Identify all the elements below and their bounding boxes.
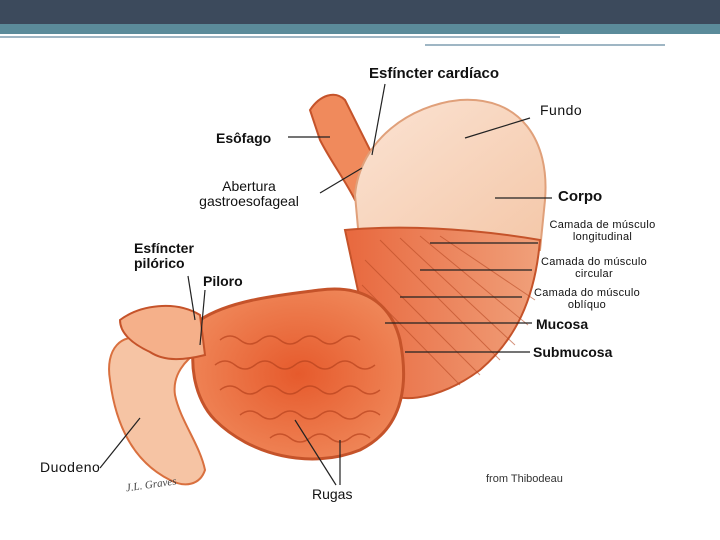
- label-longitudinal-line2: longitudinal: [540, 232, 665, 244]
- label-camada-obliquo: Camada do músculo oblíquo: [524, 288, 650, 311]
- label-obliquo-line2: oblíquo: [524, 300, 650, 312]
- label-esfincter-pilorico: Esfíncter pilórico: [134, 241, 194, 270]
- label-obliquo-line1: Camada do músculo: [524, 288, 650, 300]
- label-fundo: Fundo: [540, 103, 582, 118]
- label-submucosa: Submucosa: [533, 345, 612, 360]
- label-circular-line1: Camada do músculo: [531, 257, 657, 269]
- label-mucosa: Mucosa: [536, 317, 588, 332]
- label-duodeno: Duodeno: [40, 460, 100, 475]
- label-abertura-line2: gastroesofageal: [186, 194, 312, 209]
- label-longitudinal-line1: Camada de músculo: [540, 220, 665, 232]
- label-esfincter-pilorico-line1: Esfíncter: [134, 241, 194, 256]
- duodenum-shape: [109, 337, 205, 484]
- label-corpo: Corpo: [558, 189, 602, 205]
- stomach-mucosa-body: [193, 289, 404, 459]
- label-esfincter-cardiaco: Esfíncter cardíaco: [369, 66, 499, 82]
- label-circular-line2: circular: [531, 269, 657, 281]
- label-esfincter-pilorico-line2: pilórico: [134, 256, 194, 271]
- label-piloro: Piloro: [203, 274, 243, 289]
- artist-signature: J.L. Graves: [125, 475, 177, 494]
- label-camada-longitudinal: Camada de músculo longitudinal: [540, 220, 665, 243]
- label-camada-circular: Camada do músculo circular: [531, 257, 657, 280]
- credit-text: from Thibodeau: [486, 474, 563, 486]
- label-rugas: Rugas: [312, 487, 352, 502]
- label-esofago: Esôfago: [216, 131, 271, 146]
- label-abertura-line1: Abertura: [186, 179, 312, 194]
- label-abertura-gastroesofageal: Abertura gastroesofageal: [186, 179, 312, 208]
